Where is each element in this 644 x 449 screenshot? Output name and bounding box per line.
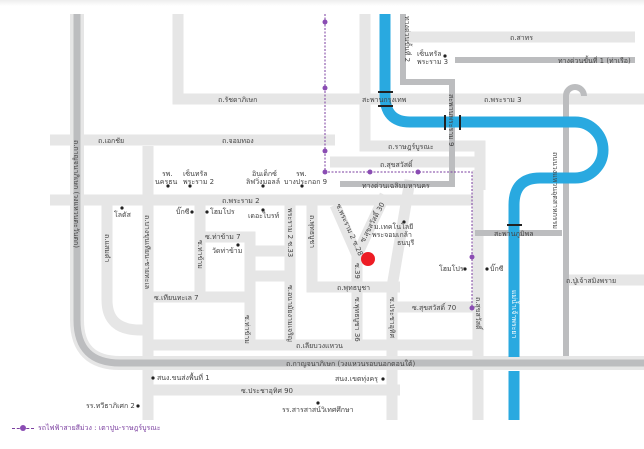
label-bangpakok9-hospital[interactable]: รพ.บางประกอก 9 xyxy=(284,170,327,186)
chao-phraya-river xyxy=(379,14,609,420)
label-kanchanaphisek-south: ถ.กาญจนาภิเษก (วงแหวนรอบนอกตอนใต้) xyxy=(286,359,416,368)
map-legend: รถไฟฟ้าสายสีม่วง : เตาปูน-ราษฎร์บูรณะ xyxy=(12,423,161,434)
expressways xyxy=(340,14,635,360)
station-marker[interactable] xyxy=(415,169,421,175)
bridge-marks xyxy=(378,91,522,226)
label-suksawat-70: ซ.สุขสวัสดิ์ 70 xyxy=(412,302,456,312)
label-expressway2: ทางด่วนขั้นที่ 2 xyxy=(403,16,414,62)
label-sathorn: ถ.สาทร xyxy=(510,34,533,42)
label-bang-khun-thian: ถ.บางขุนเทียน-ชายทะเล xyxy=(143,215,151,289)
station-marker[interactable] xyxy=(469,305,475,311)
label-homepro-1[interactable]: โฮมโปร xyxy=(210,207,235,216)
legend-label: รถไฟฟ้าสายสีม่วง : เตาปูน-ราษฎร์บูรณะ xyxy=(38,424,161,432)
label-the-bright[interactable]: เดอะไบรท์ xyxy=(248,211,280,220)
purple-line-legend-icon xyxy=(12,425,34,431)
label-bigc-1[interactable]: บิ๊กซี xyxy=(176,206,190,216)
place-labels: เซ็นทรัลพระราม 3 รพ.นครธน เซ็นทรัลพระราม… xyxy=(86,49,504,414)
station-marker[interactable] xyxy=(322,19,328,25)
label-central-rama3[interactable]: เซ็นทรัลพระราม 3 xyxy=(417,49,448,66)
label-pu-chao: ถ.ปู่เจ้าสมิงพราย xyxy=(566,277,616,285)
label-chom-thong: ถ.จอมทอง xyxy=(222,137,254,145)
label-chaloem-expressway: ทางด่วนเฉลิมมหานคร xyxy=(362,182,430,190)
label-central-rama2[interactable]: เซ็นทรัลพระราม 2 xyxy=(183,169,214,186)
poi-dots xyxy=(120,54,489,408)
label-suksawat: ถ.สุขสวัสดิ์ xyxy=(380,159,414,169)
label-rama2: ถ.พระราม 2 xyxy=(222,197,260,205)
label-index-living-mall[interactable]: อินเด็กซ์ลิฟวิ่งมอลล์ xyxy=(246,169,280,186)
label-rat-burana: ถ.ราษฎร์บูรณะ xyxy=(388,143,434,151)
label-thung-khru-office[interactable]: สนง.เขตทุ่งครุ xyxy=(335,375,378,383)
label-pracha-uthit: ซ.ประชาอุทิศ xyxy=(388,297,396,338)
label-ratchadaphisek: ถ.รัชดาภิเษก xyxy=(218,96,257,104)
label-rama3: ถ.พระราม 3 xyxy=(484,96,522,104)
label-expressway1: ทางด่วนขั้นที่ 1 (ท่าเรือ) xyxy=(558,54,631,65)
label-phutthabucha-36: ซ.พุทธบูชา 36 xyxy=(353,297,361,342)
label-tha-kham-2: ซ.ท่าข้าม xyxy=(243,315,251,344)
ring-road xyxy=(70,14,644,370)
label-ekkachai: ถ.เอกชัย xyxy=(98,137,124,145)
label-anamai: ซ.อนามัยงามเจริญ xyxy=(286,285,294,342)
top-shadow xyxy=(0,0,644,6)
purple-line xyxy=(322,14,475,311)
station-marker[interactable] xyxy=(322,148,328,154)
label-homepro-2[interactable]: โฮมโปร xyxy=(439,264,464,273)
station-marker[interactable] xyxy=(322,85,328,91)
station-markers xyxy=(322,19,475,311)
label-suksawat-v: ถ.สุขสวัสดิ์ xyxy=(474,297,484,331)
label-tian-talay-7: ซ.เทียนทะเล 7 xyxy=(154,294,199,302)
label-kmutt[interactable]: ม.เทคโนโลยีพระจอมเกล้าธนบุรี xyxy=(372,222,415,247)
label-bigc-2[interactable]: บิ๊กซี xyxy=(490,263,504,273)
label-tha-kham: ซ.ท่าข้าม xyxy=(196,240,204,269)
label-dlt-office[interactable]: สนง.ขนส่งพื้นที่ 1 xyxy=(157,371,210,382)
label-tha-kham-7: ซ.ท่าข้าม 7 xyxy=(205,233,241,241)
station-marker[interactable] xyxy=(367,169,373,175)
label-kanchanaphisek-west: ถ.กาญจนาภิเษก (วงแหวนตะวันตก) xyxy=(72,140,80,248)
station-marker[interactable] xyxy=(322,169,328,175)
station-marker[interactable] xyxy=(469,254,475,260)
label-lotus[interactable]: โลตัส xyxy=(114,210,132,219)
label-bhumibol-bridge: สะพานภูมิพล xyxy=(494,230,534,238)
label-industrial-ring: ถนนวงแหวนอุตสาหกรรม xyxy=(551,152,559,229)
label-rama2-33: พระราม 2 ซ.33 xyxy=(286,208,294,257)
label-nakornthon-hospital[interactable]: รพ.นครธน xyxy=(155,170,178,186)
label-sarasas-school[interactable]: รร.สารสาสน์วิเทศศึกษา xyxy=(282,405,354,414)
label-krungthep-bridge: สะพานกรุงเทพ xyxy=(362,96,407,104)
label-wat-tha-kham[interactable]: วัดท่าข้าม xyxy=(212,247,242,255)
label-chao-phraya: แม่น้ำเจ้าพระยา xyxy=(510,290,521,339)
label-samae-dam: ถ.แสมดำ xyxy=(103,234,111,262)
label-phutthabucha: ถ.พุทธบูชา xyxy=(337,284,370,292)
location-pin[interactable] xyxy=(361,252,375,266)
label-soi-39: ซ.39 xyxy=(353,263,361,279)
label-pracha-uthit-90: ซ.ประชาอุทิศ 90 xyxy=(241,387,293,395)
label-thawee-school[interactable]: รร.ทวีธาภิเศก 2 xyxy=(86,402,135,410)
label-liap-wongwaen: ถ.เลียบวงแหวน xyxy=(296,342,343,350)
local-roads xyxy=(50,14,644,420)
label-phutthabucha-v: ถ.พุทธบูชา xyxy=(308,215,316,248)
label-rama9-bridge: สะพานพระราม 9 xyxy=(447,94,455,146)
